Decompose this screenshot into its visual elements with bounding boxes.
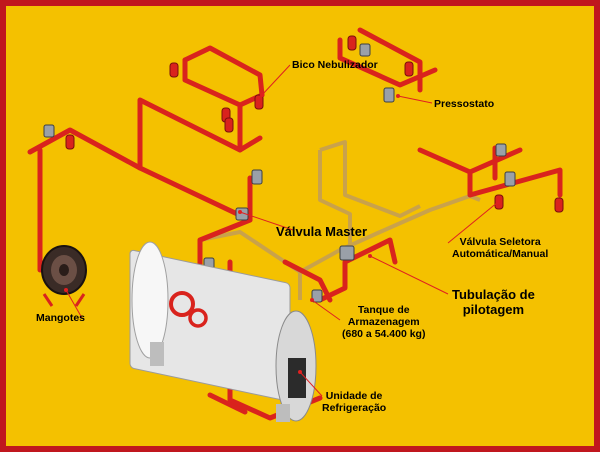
label-valvula-seletora-line2: Automática/Manual	[452, 248, 549, 261]
storage-tank	[129, 241, 317, 422]
main-piping	[27, 27, 563, 421]
label-unidade-refrigeracao: Unidade de Refrigeração	[322, 390, 386, 414]
label-tubulacao-line2: pilotagem	[462, 301, 525, 317]
leader-lines	[65, 64, 499, 397]
label-unidade-line2: Refrigeração	[322, 402, 387, 415]
nozzle-heads	[65, 35, 564, 213]
label-tubulacao-line1: Tubulação de	[452, 287, 535, 302]
label-valvula-seletora: Válvula Seletora Automática/Manual	[452, 236, 548, 260]
label-unidade-line1: Unidade de	[325, 390, 383, 402]
hose-reel	[41, 245, 87, 307]
label-tanque-line2: Armazenagem	[347, 316, 420, 329]
label-valvula-seletora-line1: Válvula Seletora	[459, 236, 541, 248]
valve-boxes	[43, 43, 516, 303]
label-bico-nebulizador: Bico Nebulizador	[292, 59, 378, 71]
label-valvula-master: Válvula Master	[276, 224, 368, 239]
label-mangotes: Mangotes	[36, 312, 86, 324]
leader-arrowheads	[64, 93, 500, 374]
label-tanque-armazenagem: Tanque de Armazenagem (680 a 54.400 kg)	[342, 304, 425, 340]
label-pressostato: Pressostato	[434, 98, 495, 110]
label-tanque-line1: Tanque de	[357, 304, 410, 316]
label-tanque-line3: (680 a 54.400 kg)	[342, 328, 426, 341]
label-tubulacao-pilotagem: Tubulação de pilotagem	[452, 287, 535, 318]
